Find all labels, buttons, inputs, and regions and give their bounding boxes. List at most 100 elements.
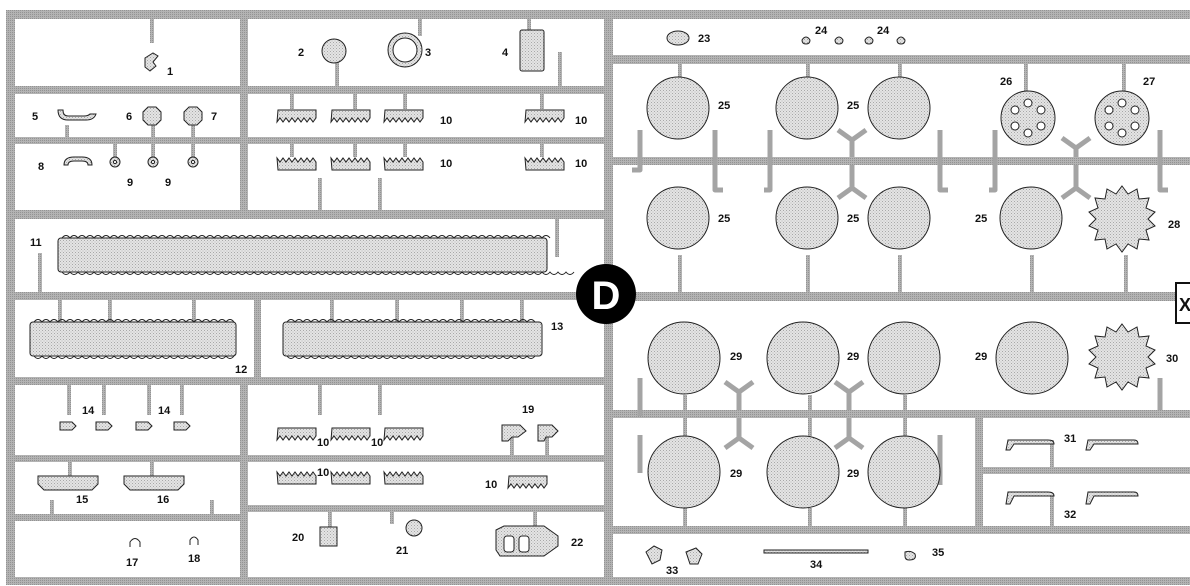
part-2-disc <box>321 38 347 64</box>
edge-mark-letter: X <box>1179 295 1190 315</box>
part-6-octagon <box>142 106 162 126</box>
part-10-link <box>524 109 565 124</box>
part-10-link <box>276 470 317 485</box>
label-part-34: 34 <box>810 559 823 571</box>
label-part-29: 29 <box>730 351 742 363</box>
part-24-drop <box>864 36 874 45</box>
part-19-block <box>537 424 559 442</box>
part-33-clip <box>645 545 663 565</box>
label-part-25: 25 <box>718 213 730 225</box>
part-21-disc <box>405 519 423 537</box>
label-part-10: 10 <box>575 158 587 170</box>
part-5-handle <box>57 109 97 121</box>
label-part-10: 10 <box>440 115 452 127</box>
part-10-link <box>507 475 548 490</box>
label-part-19: 19 <box>522 404 534 416</box>
label-part-14: 14 <box>82 405 95 417</box>
part-10-link <box>524 156 565 171</box>
part-25-wheel <box>999 186 1063 250</box>
part-31-lever <box>1005 439 1055 451</box>
part-20-box <box>319 526 338 547</box>
label-part-21: 21 <box>396 545 408 557</box>
track-runs <box>29 237 548 357</box>
track-links <box>276 109 565 490</box>
label-part-22: 22 <box>571 537 583 549</box>
part-29-road-wheel <box>647 321 721 395</box>
part-25-wheel <box>867 186 931 250</box>
label-part-10: 10 <box>440 158 452 170</box>
part-10-link <box>330 109 371 124</box>
part-16-bar <box>123 475 185 491</box>
label-part-9: 9 <box>127 177 133 189</box>
edge-mark: X <box>1175 282 1190 324</box>
label-part-30: 30 <box>1166 353 1178 365</box>
part-8-handle <box>63 156 93 166</box>
part-29-road-wheel <box>766 321 840 395</box>
part-18-hook <box>189 536 199 545</box>
part-33-clip <box>685 547 703 565</box>
part-27-holed-wheel <box>1094 90 1150 146</box>
part-10-link <box>276 109 317 124</box>
label-part-4: 4 <box>502 47 509 59</box>
part-10-link <box>330 156 371 171</box>
parts-upper-left <box>57 52 203 168</box>
wheel-holes <box>1010 98 1140 138</box>
label-part-27: 27 <box>1143 76 1155 88</box>
label-part-13: 13 <box>551 321 563 333</box>
sprue-badge: D <box>576 264 636 324</box>
label-part-5: 5 <box>32 111 38 123</box>
label-part-10: 10 <box>317 437 329 449</box>
part-28-sprocket <box>1088 185 1156 253</box>
label-part-25: 25 <box>847 213 859 225</box>
part-10-link <box>330 427 371 442</box>
label-part-10: 10 <box>317 467 329 479</box>
label-part-32: 32 <box>1064 509 1076 521</box>
label-part-35: 35 <box>932 547 944 559</box>
part-11-track <box>57 237 548 273</box>
label-part-26: 26 <box>1000 76 1012 88</box>
part-31-lever <box>1085 439 1139 451</box>
part-34-rod <box>763 549 869 554</box>
label-part-29: 29 <box>847 351 859 363</box>
label-part-8: 8 <box>38 161 44 173</box>
parts-right <box>645 30 1150 565</box>
label-part-16: 16 <box>157 494 169 506</box>
part-30-sprocket <box>1088 323 1156 391</box>
sprue-letter: D <box>592 274 621 318</box>
label-part-7: 7 <box>211 111 217 123</box>
label-part-10: 10 <box>485 479 497 491</box>
part-17-hook <box>129 538 141 547</box>
label-part-25: 25 <box>975 213 987 225</box>
label-part-14: 14 <box>158 405 171 417</box>
label-part-28: 28 <box>1168 219 1180 231</box>
part-10-link <box>276 427 317 442</box>
part-24-drop <box>801 36 811 45</box>
parts-upper-middle <box>321 29 545 72</box>
label-part-29: 29 <box>730 468 742 480</box>
part-25-wheel <box>646 186 710 250</box>
part-10-link <box>383 156 424 171</box>
part-29-road-wheel <box>647 435 721 509</box>
label-part-17: 17 <box>126 557 138 569</box>
part-4-plate <box>519 29 545 72</box>
label-part-23: 23 <box>698 33 710 45</box>
part-29-road-wheel <box>766 435 840 509</box>
label-part-3: 3 <box>425 47 431 59</box>
label-part-1: 1 <box>167 66 173 78</box>
label-part-24: 24 <box>815 25 828 37</box>
label-part-25: 25 <box>847 100 859 112</box>
part-10-link <box>383 427 424 442</box>
label-part-10: 10 <box>575 115 587 127</box>
part-29-road-wheel <box>867 435 941 509</box>
part-29-road-wheel <box>995 321 1069 395</box>
label-part-9: 9 <box>165 177 171 189</box>
part-14-lug <box>95 421 113 431</box>
part-10-link <box>383 109 424 124</box>
track-teeth <box>33 235 575 359</box>
y-gates <box>632 127 1168 485</box>
parts-lower-left <box>37 421 559 557</box>
label-part-20: 20 <box>292 532 304 544</box>
part-35-hook <box>904 550 916 561</box>
label-part-29: 29 <box>847 468 859 480</box>
